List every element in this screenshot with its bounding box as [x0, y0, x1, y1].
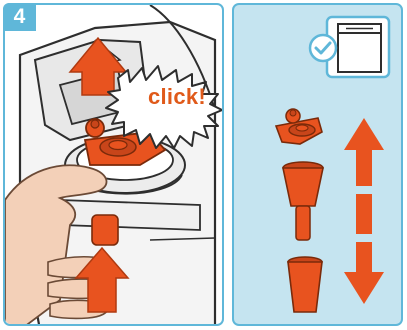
funnel-part: [283, 162, 323, 240]
step-number-badge: 4: [3, 3, 36, 31]
click-callout-text: click!: [133, 84, 221, 110]
dishwasher-check-icon: [310, 17, 389, 77]
up-down-arrow-icon: [344, 118, 384, 304]
lid-part: [276, 109, 322, 144]
parts-diagram: [276, 17, 389, 312]
cup-part: [288, 257, 322, 312]
machine-scene: [5, 5, 222, 330]
